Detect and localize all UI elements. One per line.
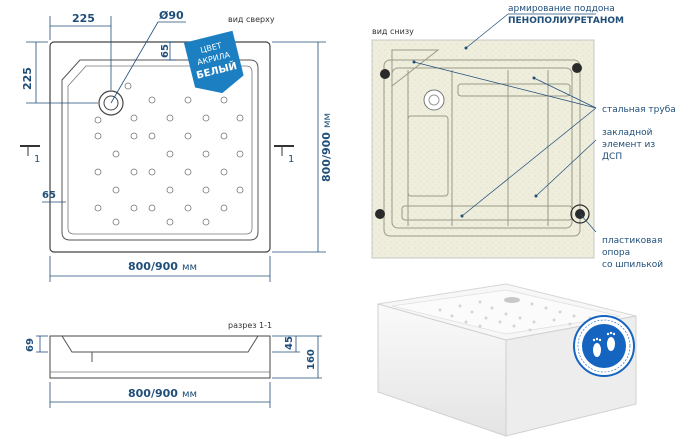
annot-reinforcement-2: ПЕНОПОЛИУРЕТАНОМ: [508, 16, 624, 26]
dim-65-top: [166, 41, 176, 61]
tray-basin-outline: [67, 65, 253, 235]
render-anti-slip: [438, 300, 592, 332]
anti-slip-dots: [94, 82, 244, 226]
dim-65-left-text: 65: [42, 190, 56, 201]
annotation-leaders: [413, 13, 597, 233]
annot-reinforcement-1: армирование поддона: [508, 4, 615, 14]
dim-width-unit: мм: [182, 262, 197, 273]
dim-diameter-text: Ø90: [159, 9, 184, 22]
dim-69: [36, 335, 48, 353]
dim-height-right: [272, 41, 326, 253]
top-view-label: вид сверху: [228, 15, 275, 24]
footprint-icon: [592, 331, 616, 357]
dim-160: [272, 335, 322, 379]
annot-support-2: опора: [602, 248, 630, 258]
anti-slip-logo: [573, 315, 635, 377]
annot-insert-3: ДСП: [602, 152, 622, 162]
foam-underside: [371, 39, 595, 259]
dim-225-horizontal: [49, 16, 112, 90]
dim-45: [272, 335, 300, 353]
dim-section-width: [49, 382, 271, 408]
dim-diameter-leader: [110, 21, 186, 104]
drain-hole: [98, 90, 124, 116]
dim-width-bottom: [49, 256, 271, 282]
tray-outer-outline: [49, 41, 271, 253]
annot-insert-2: элемент из: [602, 140, 655, 150]
section-view: разрез 1-1 69 45 160: [25, 321, 322, 408]
annot-steel-pipe: стальная труба: [602, 105, 676, 115]
section-basin: [61, 335, 259, 353]
section-mark-right-text: 1: [288, 154, 294, 165]
dim-225-left-text: 225: [21, 67, 34, 90]
annot-support-1: пластиковая: [602, 236, 662, 246]
section-mark-left-text: 1: [34, 154, 40, 165]
annotation-dots: [412, 46, 538, 218]
dim-height-unit: мм: [322, 113, 333, 128]
acrylic-color-badge: ЦВЕТ АКРИЛА БЕЛЫЙ: [183, 30, 244, 94]
tray-basin: [391, 289, 621, 335]
dim-65-top-text: 65: [160, 44, 171, 58]
annot-support-3: со шпилькой: [602, 260, 663, 270]
section-view-label: разрез 1-1: [228, 321, 272, 330]
dim-section-width-unit: мм: [182, 389, 197, 400]
dim-width-text: 800/900: [128, 260, 178, 273]
tray-inner-outline: [61, 59, 259, 241]
corner-plate: [391, 49, 440, 88]
annot-insert-1: закладной: [602, 128, 653, 138]
bottom-view: вид снизу: [371, 4, 676, 270]
dim-section-width-text: 800/900: [128, 387, 178, 400]
underside-drain: [423, 89, 445, 111]
section-outline: [49, 335, 271, 379]
render-drain: [504, 297, 520, 303]
product-render: [377, 283, 637, 437]
dim-160-text: 160: [306, 349, 317, 370]
dim-45-text: 45: [284, 336, 295, 350]
dim-height-text: 800/900: [320, 132, 333, 182]
dim-225-top-text: 225: [72, 12, 95, 25]
dim-69-text: 69: [25, 338, 36, 352]
top-view: вид сверху 225: [20, 9, 333, 282]
bottom-view-label: вид снизу: [372, 27, 414, 36]
support-foot-highlight: [570, 204, 590, 224]
dim-225-vertical: [26, 41, 98, 104]
